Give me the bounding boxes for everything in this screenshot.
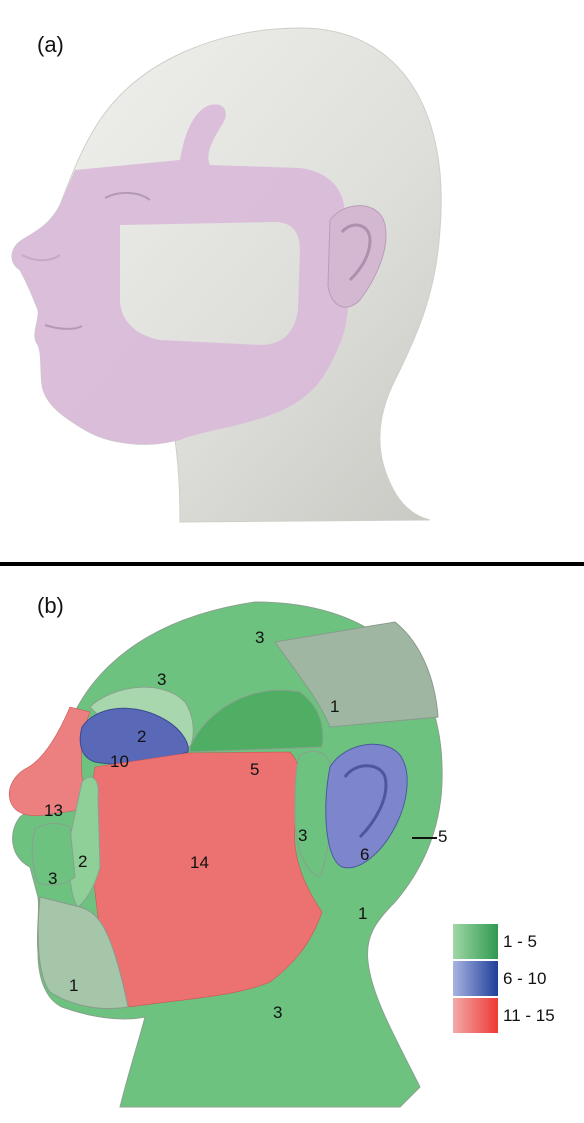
panel-divider xyxy=(0,562,584,566)
legend-swatch-blue xyxy=(453,961,498,996)
legend: 1 - 5 6 - 10 11 - 15 xyxy=(453,924,583,1035)
number-ear: 6 xyxy=(360,845,369,865)
legend-item-6-10: 6 - 10 xyxy=(453,961,583,998)
number-nose: 13 xyxy=(44,801,63,821)
number-preauricular: 3 xyxy=(298,826,307,846)
number-chin: 1 xyxy=(69,976,78,996)
legend-label: 1 - 5 xyxy=(503,932,537,952)
number-crown-front: 3 xyxy=(157,670,166,690)
number-upper-eyelid: 2 xyxy=(137,727,146,747)
number-crown-top: 3 xyxy=(255,628,264,648)
leader-line xyxy=(412,837,437,839)
legend-label: 6 - 10 xyxy=(503,969,546,989)
number-upper-lip: 2 xyxy=(78,852,87,872)
number-parietal: 1 xyxy=(330,697,339,717)
number-lips: 3 xyxy=(48,869,57,889)
legend-item-11-15: 11 - 15 xyxy=(453,998,583,1035)
number-eye: 10 xyxy=(110,752,129,772)
legend-swatch-green xyxy=(453,924,498,959)
number-ear-lobe-area: 1 xyxy=(358,904,367,924)
number-neck: 3 xyxy=(273,1003,282,1023)
number-behind-ear: 5 xyxy=(438,827,447,847)
number-temple: 5 xyxy=(250,760,259,780)
legend-item-1-5: 1 - 5 xyxy=(453,924,583,961)
number-cheek: 14 xyxy=(190,853,209,873)
legend-label: 11 - 15 xyxy=(503,1006,555,1026)
head-figure-b xyxy=(0,567,584,1123)
legend-swatch-red xyxy=(453,998,498,1033)
head-figure-a xyxy=(0,0,584,560)
